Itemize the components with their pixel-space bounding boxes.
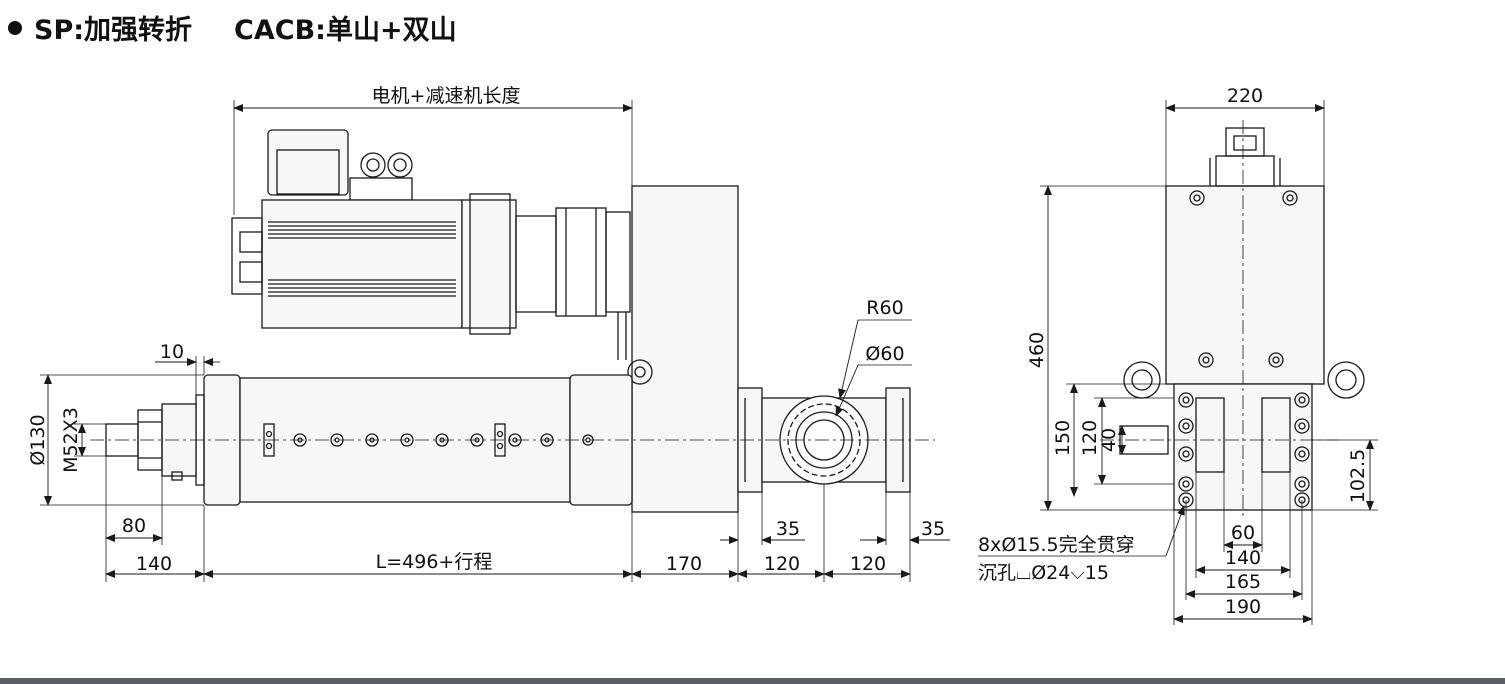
label-80: 80	[122, 515, 146, 537]
label-holes: 8xØ15.5完全贯穿	[978, 534, 1135, 556]
label-120-v: 120	[1079, 420, 1101, 456]
label-dia-60: Ø60	[865, 343, 904, 365]
page-title: SP:加强转折 CACB:单山+双山	[8, 8, 457, 47]
label-thread: M52X3	[60, 407, 82, 473]
gearbox-front	[1165, 185, 1325, 385]
label-150: 150	[1052, 420, 1074, 456]
label-170: 170	[666, 553, 702, 575]
side-view	[40, 100, 950, 582]
label-35-b: 35	[921, 518, 945, 540]
gearbox-housing	[631, 185, 739, 513]
rod-end	[105, 403, 197, 481]
label-motor-length: 电机+减速机长度	[372, 85, 521, 107]
label-dia-130: Ø130	[27, 414, 49, 465]
label-102-5: 102.5	[1347, 449, 1369, 503]
label-140-left: 140	[136, 553, 172, 575]
bullet-icon	[8, 20, 22, 35]
label-stroke: L=496+行程	[376, 551, 493, 573]
label-60: 60	[1231, 522, 1255, 544]
label-460: 460	[1026, 332, 1048, 368]
title-model-cacb: CACB:单山+双山	[234, 15, 457, 46]
label-r60: R60	[866, 297, 903, 319]
label-120-a: 120	[764, 553, 800, 575]
label-120-b: 120	[850, 553, 886, 575]
label-140-right: 140	[1225, 547, 1261, 569]
label-165: 165	[1225, 571, 1261, 593]
label-190: 190	[1225, 596, 1261, 618]
label-10: 10	[160, 341, 184, 363]
label-35-a: 35	[776, 518, 800, 540]
front-view	[978, 100, 1378, 625]
label-220: 220	[1227, 85, 1263, 107]
bottom-divider	[0, 678, 1505, 684]
motor	[231, 129, 631, 360]
label-counterbore: 沉孔⌴Ø24⌵15	[978, 562, 1109, 584]
label-40: 40	[1098, 428, 1120, 452]
title-model-sp: SP:加强转折	[34, 15, 193, 46]
